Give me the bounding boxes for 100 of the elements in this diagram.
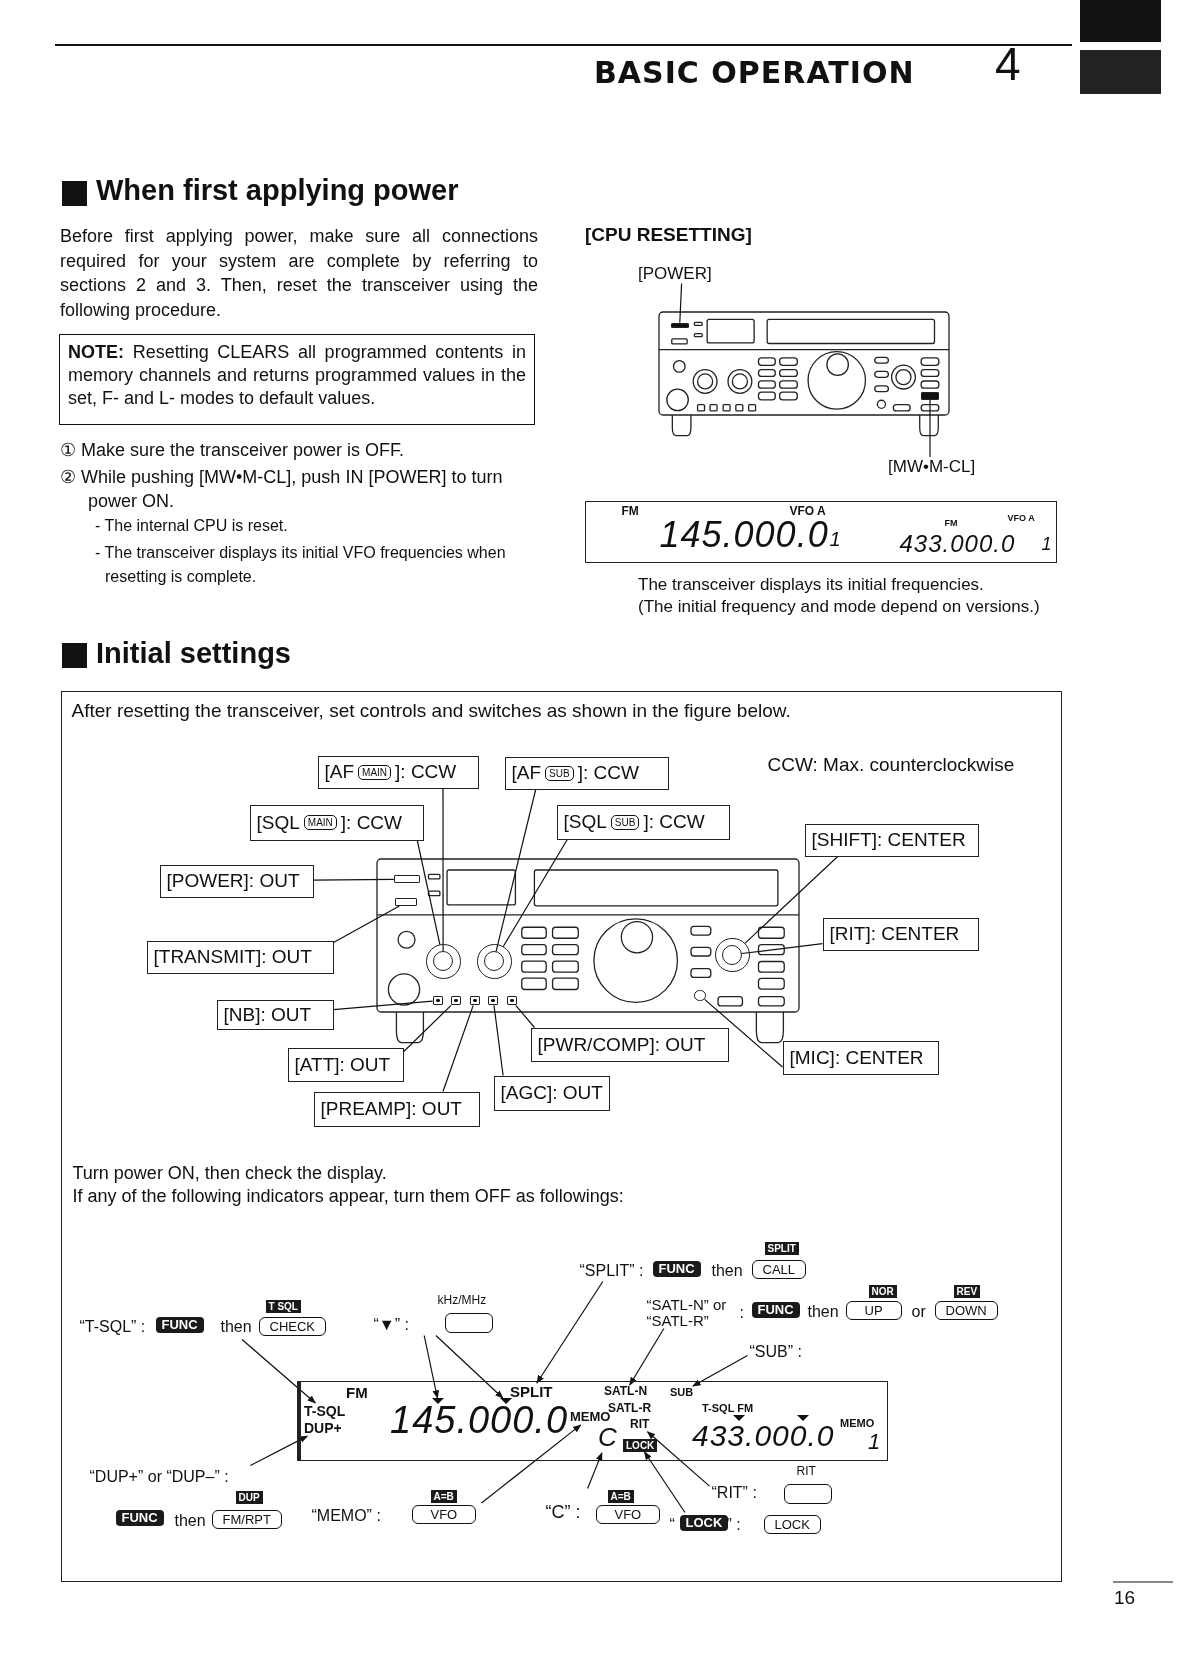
callout-box — [493, 1075, 610, 1111]
push-button — [469, 996, 480, 1006]
leader-line — [744, 855, 839, 944]
lcd-indicator: T-SQL — [304, 1403, 346, 1420]
callout-text: ]: CCW — [340, 811, 403, 834]
leader-line — [679, 282, 683, 324]
callout-box — [822, 917, 979, 951]
callout-text: [AF — [511, 762, 542, 784]
lcd-indicator: C — [598, 1423, 618, 1453]
key-cap: SUB — [545, 765, 574, 781]
callout-text: then — [711, 1261, 743, 1280]
leader-line — [435, 1334, 504, 1399]
callout-text: [POWER]: OUT — [166, 870, 300, 892]
key-badge: REV — [953, 1284, 981, 1298]
callout-text: [PWR/COMP]: OUT — [537, 1033, 706, 1056]
callout-text: “C” : — [545, 1501, 581, 1523]
key-cap: CHECK — [258, 1316, 326, 1336]
lcd-indicator: DUP+ — [304, 1420, 342, 1437]
callout-text: : — [739, 1303, 744, 1322]
key-badge: FUNC — [751, 1301, 800, 1319]
leader-line — [241, 1338, 316, 1404]
callout-text: [RIT]: CENTER — [829, 923, 960, 945]
key-cap: UP — [845, 1300, 902, 1320]
leader-line — [493, 1004, 504, 1077]
leader-line — [643, 1451, 686, 1514]
leader-line — [741, 943, 824, 955]
leader-line — [416, 839, 441, 946]
leader-line — [312, 878, 395, 881]
key-badge: A=B — [430, 1489, 457, 1503]
callout-text: [MIC]: CENTER — [789, 1046, 924, 1069]
section-heading: Initial settings — [96, 637, 291, 671]
leader-line — [249, 1435, 309, 1467]
note-box — [59, 334, 535, 425]
key-cap: LOCK — [763, 1514, 821, 1534]
callout-box — [287, 1047, 404, 1082]
callout-box — [556, 804, 730, 840]
key-badge: LOCK — [679, 1514, 729, 1532]
key-badge: FUNC — [155, 1316, 204, 1334]
note-text: - The transceiver displays its initial VFO frequencies when resetting is complete. — [95, 543, 507, 587]
callout-text: then — [807, 1302, 839, 1321]
push-button — [450, 996, 461, 1006]
callout-text: ” : — [726, 1515, 741, 1534]
key-cap: SUB — [610, 814, 640, 830]
callout-text: [NB]: OUT — [223, 1003, 312, 1026]
callout-label: [MW•M-CL] — [888, 457, 976, 477]
callout-text: “SUB” : — [749, 1342, 802, 1361]
leader-line — [536, 1280, 604, 1384]
callout-text: then — [220, 1317, 252, 1336]
leader-line — [515, 1004, 536, 1029]
instruction-text: After resetting the transceiver, set controls and switches as shown in the figure below. — [71, 699, 791, 722]
leader-line — [332, 905, 400, 944]
key-caption: kHz/MHz — [437, 1293, 487, 1308]
leader-line — [495, 788, 537, 952]
callout-text: [TRANSMIT]: OUT — [153, 946, 312, 968]
lcd-readout: 1 — [868, 1429, 882, 1455]
callout-text: ]: CCW — [577, 762, 639, 784]
instruction-text: If any of the following indicators appear, turn them OFF as followings: — [72, 1185, 624, 1207]
lcd-indicator: VFO A — [1007, 512, 1035, 523]
leader-line — [704, 998, 784, 1068]
push-button — [506, 996, 517, 1006]
callout-box — [530, 1027, 729, 1062]
callout-box — [317, 755, 479, 789]
key-cap: CALL — [751, 1259, 807, 1279]
key-badge: A=B — [607, 1489, 634, 1503]
key-badge: NOR — [868, 1284, 897, 1298]
section-heading: When first applying power — [96, 174, 459, 208]
key-badge: DUP — [235, 1490, 263, 1504]
lcd-display — [296, 1380, 888, 1461]
caption-text: (The initial frequency and mode depend on versions.) — [638, 597, 1040, 617]
lcd-readout: 433.000.0 — [692, 1419, 835, 1454]
callout-text: ]: CCW — [643, 811, 705, 833]
lcd-indicator: VFO A — [789, 504, 826, 519]
callout-text: [SHIFT]: CENTER — [811, 829, 966, 851]
callout-text: ]: CCW — [395, 761, 457, 783]
leader-line — [629, 1327, 665, 1386]
key-cap: VFO — [595, 1504, 661, 1524]
indicator-mark — [432, 1398, 444, 1404]
key-badge: FUNC — [115, 1509, 164, 1527]
step-text: ① Make sure the transceiver power is OFF. — [60, 440, 406, 461]
callout-text: or — [911, 1302, 926, 1321]
callout-text: [AF — [324, 761, 355, 783]
key-cap: VFO — [411, 1504, 477, 1524]
subsection-heading: [CPU RESETTING] — [585, 224, 752, 246]
indicator-mark — [500, 1398, 512, 1404]
callout-text: “RIT” : — [711, 1483, 757, 1502]
lcd-indicator: LOCK — [623, 1439, 658, 1452]
push-button — [395, 898, 418, 906]
callout-label: [POWER] — [638, 264, 712, 284]
key-cap: MAIN — [303, 815, 337, 830]
key-cap: FM/RPT — [211, 1509, 282, 1529]
leader-line — [480, 1424, 582, 1504]
callout-text: [SQL — [256, 811, 300, 834]
leader-line — [442, 1004, 474, 1093]
lcd-indicator: SUB — [670, 1386, 694, 1399]
push-button — [432, 996, 443, 1006]
lcd-indicator: FM — [621, 504, 639, 519]
body-text: Before first applying power, make sure all connections required for your system are complete by referring to sections 2 and 3. Then, reset the transceiver using the following procedure. — [60, 225, 538, 322]
settings-panel — [61, 691, 1062, 1582]
lcd-display — [585, 501, 1057, 563]
leader-line — [587, 1452, 603, 1490]
